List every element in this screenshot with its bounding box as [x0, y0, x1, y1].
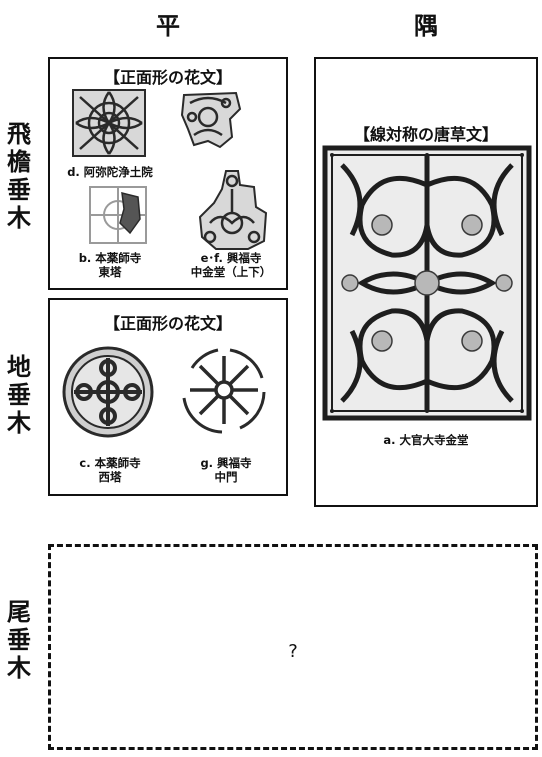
caption-b: b. 本薬師寺 東塔	[78, 251, 142, 279]
column-header-flat: 平	[156, 12, 180, 40]
row-header-jidaruki: 地 垂 木	[7, 353, 31, 437]
caption-ef: e･f. 興福寺 中金堂（上下）	[190, 251, 272, 279]
unknown-mark: ?	[288, 641, 298, 662]
box-heading: 【線対称の唐草文】	[353, 125, 498, 144]
box-odaruki-unknown: ?	[48, 544, 538, 750]
ornament-fragment-image	[180, 89, 248, 151]
row-header-hiendaruki: 飛 檐 垂 木	[7, 120, 31, 232]
box-corner: 【線対称の唐草文】	[314, 57, 538, 507]
box-jidaruki-flat: 【正面形の花文】	[48, 298, 288, 496]
ornament-g-image	[178, 344, 270, 436]
ornament-d-image	[70, 87, 148, 159]
column-header-corner: 隅	[414, 12, 438, 40]
ornament-ef-image	[196, 167, 268, 253]
caption-d: d. 阿弥陀浄土院	[67, 165, 153, 179]
box-heading: 【正面形の花文】	[103, 68, 232, 87]
caption-a: a. 大官大寺金堂	[383, 433, 469, 447]
caption-g: g. 興福寺 中門	[200, 456, 252, 484]
ornament-b-image	[86, 183, 150, 247]
row-header-odaruki: 尾 垂 木	[7, 598, 31, 682]
ornament-a-image	[322, 145, 532, 421]
box-hiendaruki-flat: 【正面形の花文】	[48, 57, 288, 290]
caption-c: c. 本薬師寺 西塔	[79, 456, 141, 484]
box-heading: 【正面形の花文】	[103, 314, 232, 333]
ornament-c-image	[60, 344, 156, 440]
